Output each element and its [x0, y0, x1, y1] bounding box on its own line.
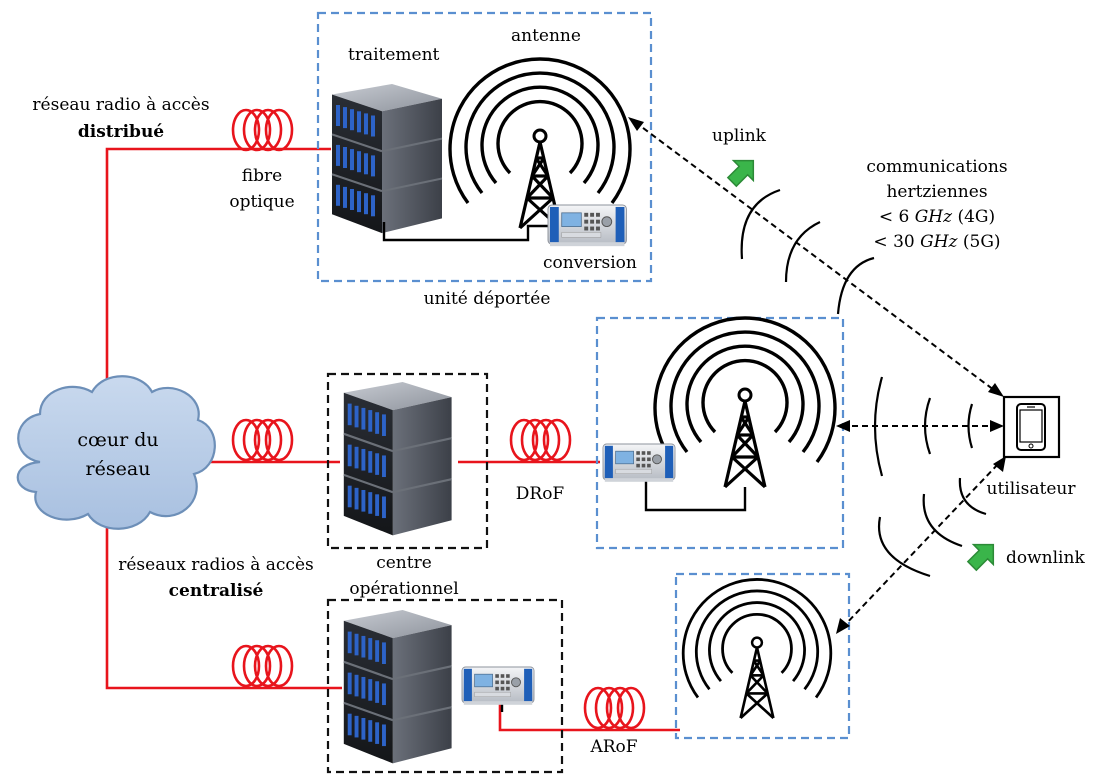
server-rack-icon	[342, 380, 453, 537]
label-band-4g: < 6 GHz (4G)	[879, 207, 995, 227]
antenna-tower-icon	[448, 57, 632, 230]
label-communications: communications	[866, 157, 1007, 177]
remote-unit-box-drof	[595, 316, 845, 550]
label-traitement: traitement	[348, 45, 440, 65]
label-fibre-1: fibre	[242, 166, 282, 186]
label-drof: DRoF	[516, 484, 565, 504]
label-hertziennes: hertziennes	[886, 182, 987, 202]
fiber-coil-icon	[231, 418, 294, 462]
signal-generator-icon	[547, 204, 627, 247]
server-rack-icon	[330, 82, 444, 235]
fiber-coil-icon	[231, 108, 294, 152]
label-conversion: conversion	[543, 253, 637, 273]
label-reseaux-centralise-1: réseaux radios à accès	[118, 555, 314, 575]
smartphone-icon	[1002, 395, 1061, 459]
central-office-box-arof	[326, 598, 564, 774]
label-reseaux-centralise-2: centralisé	[169, 581, 264, 601]
label-band-5g: < 30 GHz (5G)	[873, 232, 1000, 252]
label-coeur-2: réseau	[86, 458, 151, 480]
radio-wave-arcs	[740, 188, 987, 578]
label-reseau-distribue-1: réseau radio à accès	[32, 95, 209, 115]
server-rack-icon	[342, 608, 453, 765]
wireless-links	[634, 121, 1001, 629]
cloud-icon	[16, 375, 216, 530]
central-office-box	[326, 372, 489, 550]
label-downlink: downlink	[1006, 548, 1085, 568]
signal-generator-icon	[461, 666, 535, 706]
fiber-coil-icon	[509, 418, 572, 462]
green-arrow-icon	[966, 543, 995, 572]
label-uplink: uplink	[712, 126, 767, 146]
antenna-tower-icon	[681, 578, 833, 720]
label-unite-deportee: unité déportée	[424, 289, 551, 309]
arrowheads	[628, 117, 1006, 634]
label-reseau-distribue-2: distribué	[78, 122, 164, 142]
green-arrow-icon	[726, 159, 755, 188]
remote-unit-box-top	[316, 11, 653, 283]
antenna-tower-icon	[653, 316, 837, 489]
label-centre-2: opérationnel	[349, 579, 458, 599]
label-utilisateur: utilisateur	[987, 479, 1077, 499]
fiber-coil-icon	[583, 686, 646, 730]
label-centre-1: centre	[376, 553, 432, 573]
fiber-coil-icon	[231, 644, 294, 688]
signal-generator-icon	[602, 443, 676, 483]
remote-unit-box-arof	[674, 572, 851, 740]
label-arof: ARoF	[589, 737, 637, 757]
label-antenne: antenne	[511, 26, 581, 46]
label-coeur-1: cœur du	[77, 429, 158, 451]
label-fibre-2: optique	[229, 192, 294, 212]
